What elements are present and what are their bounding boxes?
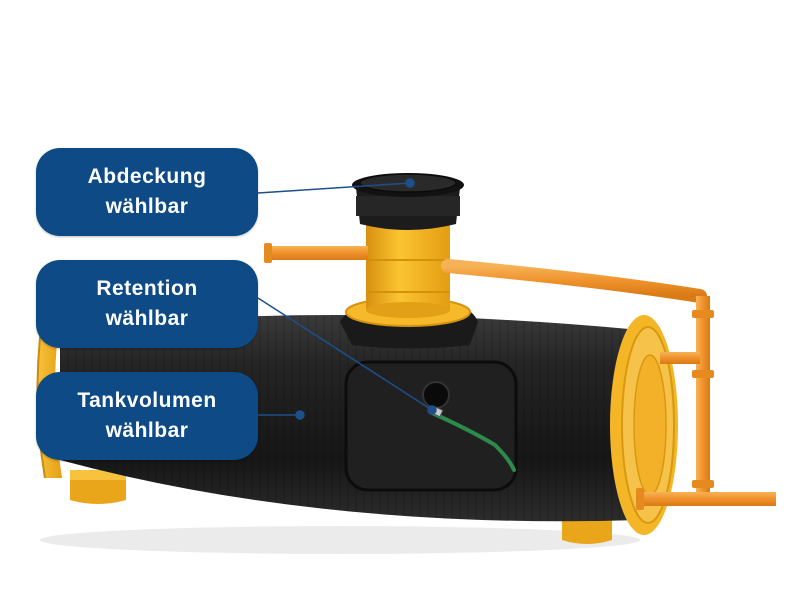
label-retention-line2: wählbar	[105, 307, 189, 330]
inspection-panel	[344, 360, 518, 492]
label-cover-selectable: Abdeckung wählbar	[36, 148, 258, 236]
ground-shadow	[40, 526, 640, 554]
yellow-riser	[366, 220, 450, 318]
right-end-cap	[610, 315, 678, 535]
label-retention-selectable: Retention wählbar	[36, 260, 258, 348]
label-cover-line1: Abdeckung	[87, 165, 207, 188]
label-cover-line2: wählbar	[105, 195, 189, 218]
label-volume-selectable: Tankvolumen wählbar	[36, 372, 258, 460]
label-volume-line1: Tankvolumen	[77, 389, 217, 412]
green-cable	[428, 410, 516, 472]
orange-pipes	[264, 243, 776, 510]
leader-lines	[257, 178, 437, 420]
label-retention-line1: Retention	[96, 277, 198, 300]
label-volume-line2: wählbar	[105, 419, 189, 442]
